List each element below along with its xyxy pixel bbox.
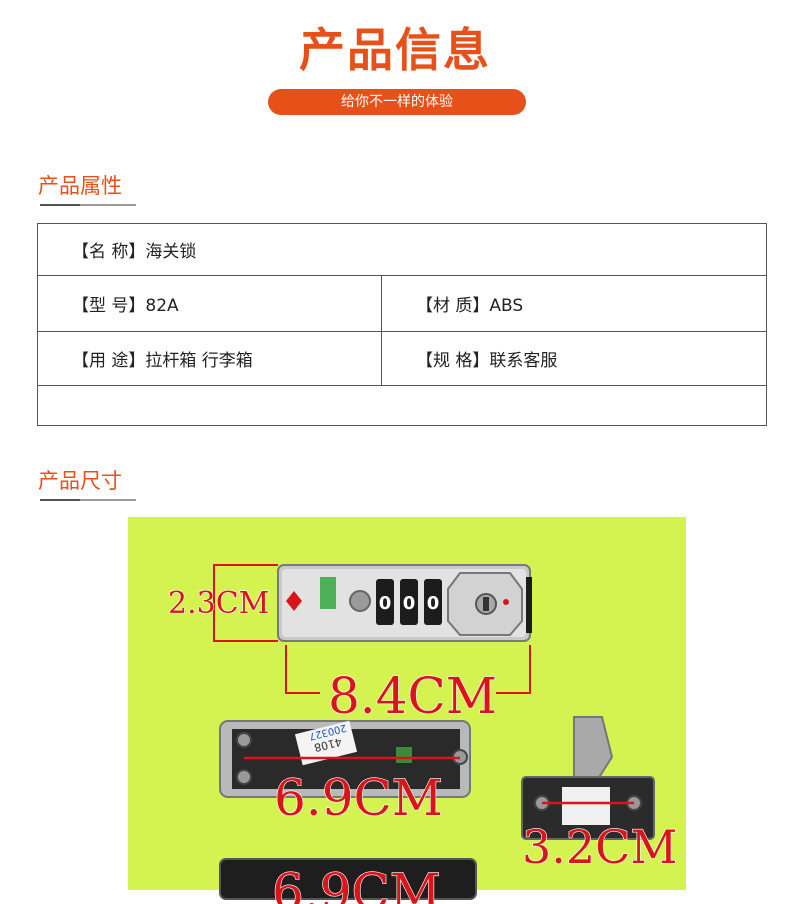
attr-name-cell: 【名 称】海关锁: [72, 242, 197, 262]
section-underline: [40, 499, 136, 501]
table-row: 【型 号】82A 【材 质】ABS: [38, 276, 766, 332]
height-bracket: [213, 564, 278, 642]
svg-text:0: 0: [379, 593, 392, 614]
page-title: 产品信息: [299, 23, 491, 77]
table-row: 【用 途】拉杆箱 行李箱 【规 格】联系客服: [38, 332, 766, 386]
section-attributes-title: 产品属性: [38, 174, 122, 198]
product-dimension-photo: 0 0 0 2.3CM 8.4CM 4108 200327: [128, 517, 686, 904]
height-dimension-label: 2.3CM: [168, 586, 269, 621]
lock-latch: [521, 716, 655, 840]
attributes-table: 【名 称】海关锁 【型 号】82A 【材 质】ABS 【用 途】拉杆箱 行李箱 …: [37, 223, 767, 426]
hole-spacing-label: 6.9CM: [274, 769, 443, 827]
length-bracket: [285, 645, 531, 694]
section-size-title: 产品尺寸: [38, 469, 122, 493]
tagline-badge: 给你不一样的体验: [268, 89, 526, 115]
attr-spec-cell: 【规 格】联系客服: [416, 351, 558, 371]
table-row: [38, 386, 766, 425]
svg-text:0: 0: [427, 593, 440, 614]
lock-width-label: 3.2CM: [522, 820, 677, 874]
section-size-heading: 产品尺寸: [38, 465, 136, 501]
attr-usage-cell: 【用 途】拉杆箱 行李箱: [38, 332, 382, 385]
svg-text:0: 0: [403, 593, 416, 614]
table-row: 【名 称】海关锁: [38, 224, 766, 276]
section-attributes-heading: 产品属性: [38, 170, 136, 206]
dimension-diagram: 0 0 0 2.3CM 8.4CM 4108 200327: [167, 564, 678, 904]
length-dimension-label: 8.4CM: [328, 667, 497, 725]
lock-bottom-partial: [219, 858, 477, 900]
attr-material-cell: 【材 质】ABS: [416, 296, 524, 316]
section-underline: [40, 204, 136, 206]
attr-model-cell: 【型 号】82A: [38, 276, 382, 331]
combination-lock: 0 0 0: [277, 564, 532, 642]
bottom-spacing-label: 6.9CM: [272, 863, 441, 904]
attr-empty-cell: [38, 386, 766, 425]
